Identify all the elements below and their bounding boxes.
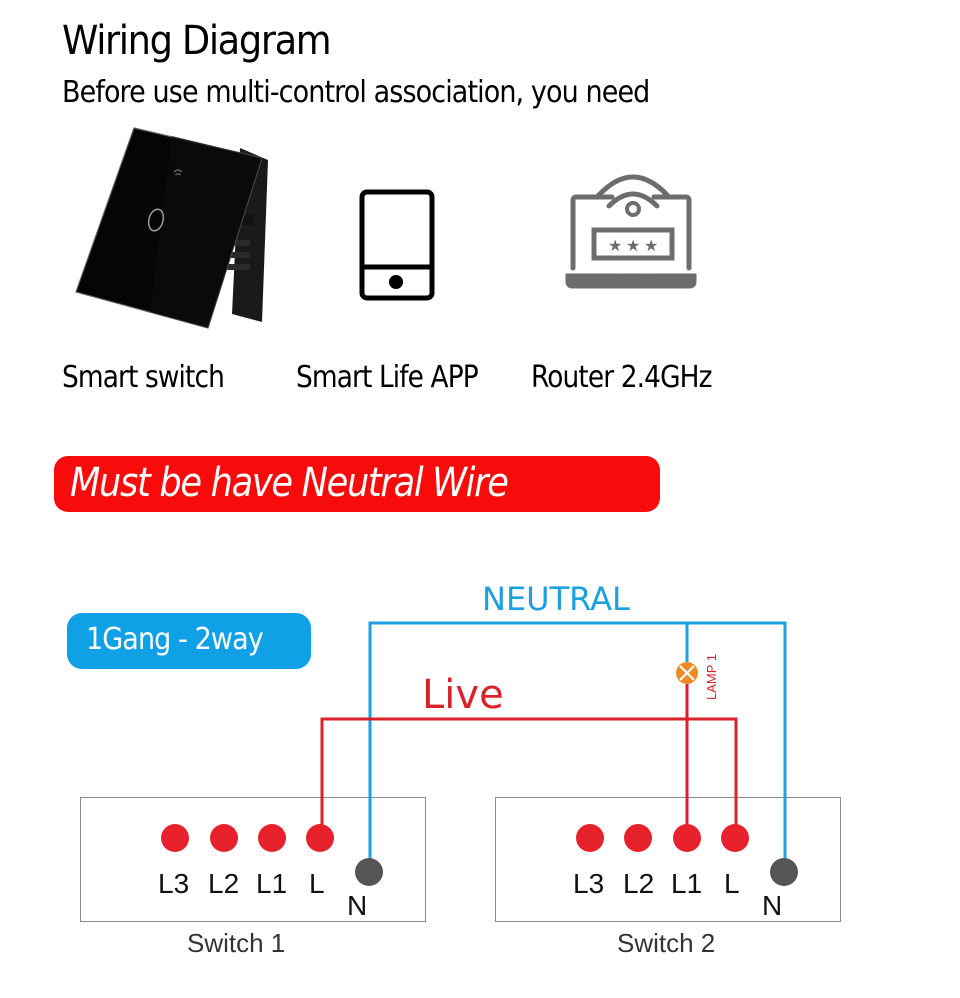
warning-text: Must be have Neutral Wire bbox=[70, 460, 509, 506]
lamp-icon bbox=[676, 662, 698, 684]
requirement-label-router: Router 2.4GHz bbox=[531, 360, 712, 395]
terminal-N bbox=[770, 858, 798, 886]
svg-text:★: ★ bbox=[644, 236, 658, 255]
switch-1-name: Switch 1 bbox=[187, 928, 286, 958]
switch-1-label-N: N bbox=[347, 890, 368, 921]
terminal-L1 bbox=[673, 824, 701, 852]
svg-text:★: ★ bbox=[608, 236, 622, 255]
lamp-label: LAMP 1 bbox=[704, 653, 719, 700]
live-label: Live bbox=[422, 672, 504, 718]
neutral-wire-warning-banner: Must be have Neutral Wire bbox=[54, 456, 660, 512]
live-wires bbox=[320, 684, 738, 838]
terminal-L1 bbox=[258, 824, 286, 852]
switch-2-label-L2: L2 bbox=[623, 868, 655, 899]
terminal-L2 bbox=[210, 824, 238, 852]
terminal-L3 bbox=[576, 824, 604, 852]
terminal-L3 bbox=[161, 824, 189, 852]
switch-1-label-L1: L1 bbox=[256, 868, 288, 899]
svg-text:★: ★ bbox=[626, 236, 640, 255]
switch-1-label-L3: L3 bbox=[158, 868, 190, 899]
neutral-wires bbox=[368, 621, 787, 862]
gang-way-badge: 1Gang - 2way bbox=[67, 613, 311, 669]
badge-text: 1Gang - 2way bbox=[86, 622, 264, 657]
smartphone-icon bbox=[359, 189, 435, 301]
switch-2-label-L1: L1 bbox=[671, 868, 703, 899]
switch-1-terminals bbox=[161, 824, 383, 886]
password-stars: ★ ★ ★ bbox=[608, 236, 658, 255]
switch-2-label-N: N bbox=[762, 890, 783, 921]
page-title: Wiring Diagram bbox=[62, 18, 332, 64]
switch-2-label-L: L bbox=[724, 868, 740, 899]
page-subtitle: Before use multi-control association, yo… bbox=[62, 75, 650, 110]
switch-2-name: Switch 2 bbox=[617, 928, 716, 958]
terminal-N bbox=[355, 858, 383, 886]
switch-1-label-L2: L2 bbox=[208, 868, 240, 899]
switch-2-terminals bbox=[576, 824, 798, 886]
requirement-label-smart-life-app: Smart Life APP bbox=[296, 360, 479, 395]
requirement-label-smart-switch: Smart switch bbox=[62, 360, 225, 395]
terminal-L bbox=[721, 824, 749, 852]
neutral-label: NEUTRAL bbox=[482, 580, 630, 618]
terminal-L bbox=[306, 824, 334, 852]
smart-switch-product-image bbox=[75, 127, 268, 329]
wifi-laptop-router-icon bbox=[565, 174, 697, 289]
switch-1-label-L: L bbox=[309, 868, 325, 899]
terminal-L2 bbox=[624, 824, 652, 852]
switch-2-label-L3: L3 bbox=[573, 868, 605, 899]
